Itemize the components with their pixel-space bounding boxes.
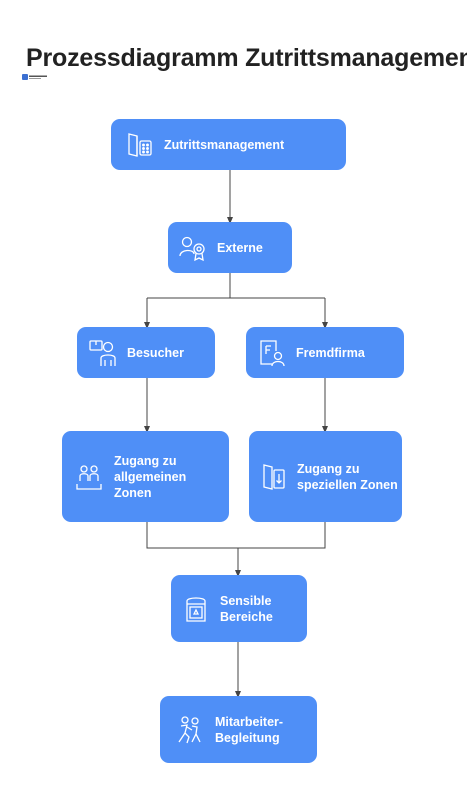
visitor-package-icon [89,339,116,366]
node-label: Externe [217,240,263,255]
node-label: Zugang zu speziellen Zonen [297,461,398,492]
connector-merge [146,522,326,549]
brand-logo [22,74,47,80]
person-badge-icon [179,236,205,261]
node-fremdfirma: Fremdfirma [246,327,404,378]
node-label: Zutrittsmanagement [164,137,285,152]
node-besucher: Besucher [77,327,215,378]
door-keypad-icon [128,132,152,157]
page-title: Prozessdiagramm Zutrittsmanagement [26,44,467,72]
node-label: Besucher [127,345,184,360]
people-zone-icon [76,464,102,490]
escort-people-icon [178,715,201,743]
node-externe: Externe [168,222,292,273]
node-label: Zugang zu allgemeinen Zonen [114,453,187,500]
node-label: Sensible Bereiche [220,593,273,624]
node-label: Fremdfirma [296,345,365,360]
door-arrow-icon [263,463,285,490]
secure-booth-icon [186,596,206,622]
node-zutrittsmanagement: Zutrittsmanagement [111,119,346,170]
node-sensible-bereiche: Sensible Bereiche [171,575,307,642]
node-begleitung: Mitarbeiter- Begleitung [160,696,317,763]
company-document-icon [260,339,285,366]
node-spezielle-zonen: Zugang zu speziellen Zonen [249,431,402,522]
node-allgemeine-zonen: Zugang zu allgemeinen Zonen [62,431,229,522]
connector-externe-split [147,273,231,299]
node-label: Mitarbeiter- Begleitung [215,714,284,745]
